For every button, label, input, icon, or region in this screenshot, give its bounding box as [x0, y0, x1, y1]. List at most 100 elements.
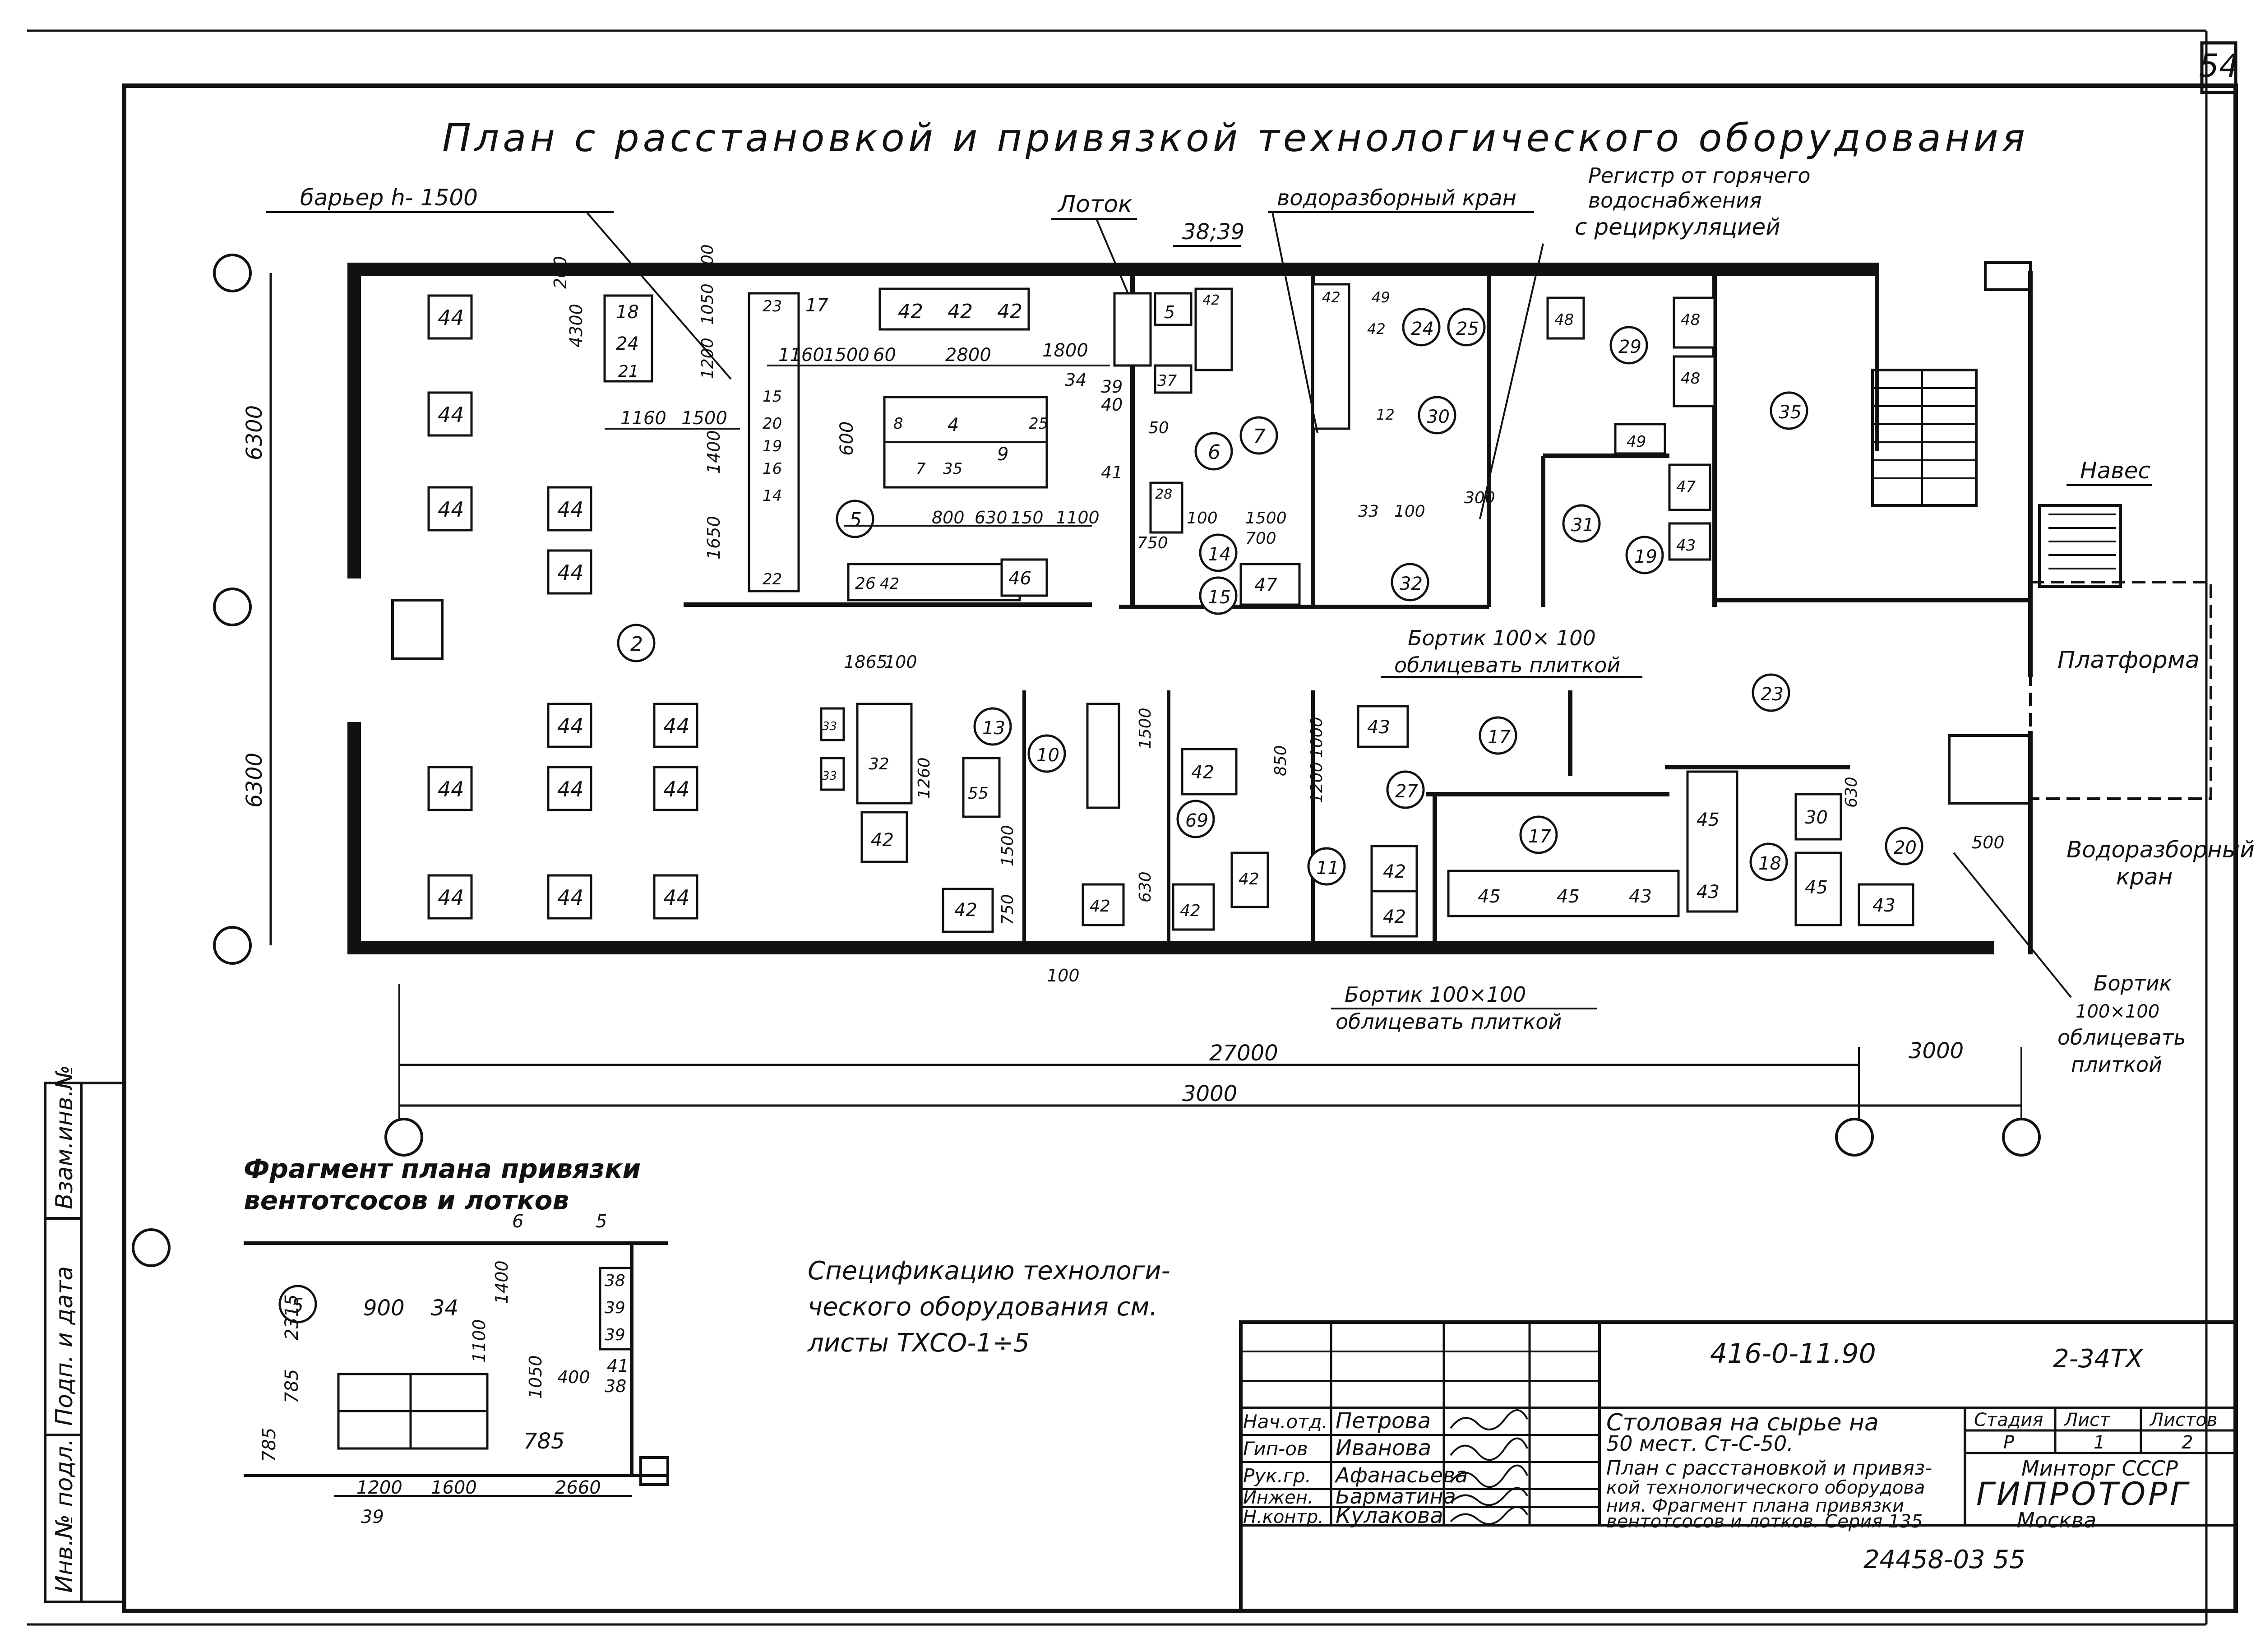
- equipment-label: 43: [1629, 886, 1652, 907]
- equipment-label: 42: [871, 830, 894, 851]
- desc-line3: План с расстановкой и привяз-: [1606, 1457, 1932, 1480]
- curb-bottom-line2: облицевать плиткой: [1336, 1009, 1562, 1034]
- dim-label: 500: [1972, 833, 2005, 852]
- fragment-label-39: 39: [605, 1299, 625, 1317]
- stamp-signature-date: Подп. и дата: [51, 1266, 78, 1426]
- equipment-label: 44: [663, 714, 690, 738]
- water-tap-right-line2: кран: [2116, 864, 2173, 890]
- dim-label: 1650: [704, 516, 724, 560]
- dim-label: 200: [550, 256, 570, 289]
- equipment-label: 33: [822, 769, 837, 783]
- canopy-label: Навес: [2080, 458, 2150, 484]
- fragment-title-line2: вентотсосов и лотков: [244, 1185, 569, 1216]
- desc-line2: 50 мест. Ст-С-50.: [1606, 1431, 1794, 1456]
- equipment-label: 19: [763, 437, 782, 455]
- dim-label: 4300: [566, 304, 586, 347]
- specification-note: Спецификацию технологи- ческого оборудов…: [807, 1256, 1170, 1358]
- equipment-label: 42: [1239, 870, 1259, 888]
- equipment-label: 55: [968, 784, 989, 803]
- role-head-of-dept: Нач.отд.: [1243, 1411, 1328, 1433]
- role-chief-engineer: Гип-ов: [1243, 1438, 1308, 1460]
- equipment-label: 43: [1697, 882, 1720, 902]
- equipment-label: 45: [1557, 886, 1580, 907]
- equipment-label: 42: [898, 300, 923, 323]
- equipment-label: 4: [948, 415, 959, 435]
- stamp-replacement: Взам.инв.№: [51, 1065, 78, 1209]
- dim-label: 2800: [945, 345, 991, 366]
- equipment-label: 42: [1367, 320, 1386, 338]
- stage-label: Стадия: [1974, 1410, 2043, 1430]
- fragment-title-line1: Фрагмент плана привязки: [244, 1153, 641, 1184]
- dim-label: 630: [1136, 871, 1155, 902]
- room-number: 13: [982, 718, 1005, 739]
- role-group-lead: Рук.гр.: [1243, 1465, 1311, 1487]
- curb-right-line4: плиткой: [2071, 1052, 2162, 1077]
- dim-label: 630: [1842, 777, 1861, 808]
- equipment-label: 14: [763, 487, 782, 505]
- equipment-label: 42: [954, 900, 977, 921]
- equipment-label: 44: [438, 497, 464, 522]
- desc-line1: Столовая на сырье на: [1606, 1409, 1879, 1436]
- curb-mid-line1: Бортик 100× 100: [1408, 626, 1596, 650]
- note-line3: листы ТХСО-1÷5: [807, 1328, 1030, 1358]
- hot-water-register-line2: водоснабжения: [1588, 188, 1762, 213]
- equipment-label: 35: [943, 460, 962, 478]
- dim-overall: 3000: [1182, 1081, 1237, 1106]
- room-number: 31: [1571, 515, 1594, 536]
- desc-line4: кой технологического оборудова: [1606, 1477, 1925, 1498]
- equipment-label: 8: [893, 415, 903, 433]
- equipment-label: 15: [763, 388, 782, 406]
- equipment-label: 30: [1805, 807, 1828, 828]
- note-line1: Спецификацию технологи-: [808, 1256, 1170, 1286]
- room-number: 69: [1185, 810, 1208, 831]
- equipment-label: 42: [1202, 292, 1220, 308]
- dim-label: 1050: [698, 283, 717, 325]
- fragment-dim: 785: [259, 1428, 280, 1462]
- fragment-dim: 1200: [356, 1477, 402, 1498]
- dim-label: 60: [873, 345, 896, 366]
- equipment-label: 44: [557, 560, 584, 585]
- equipment-label: 44: [438, 885, 464, 910]
- sheet-value: 1: [2094, 1432, 2105, 1453]
- fragment-dim: 41: [607, 1356, 629, 1376]
- equipment-label: 42: [1383, 907, 1406, 927]
- room-number: 11: [1316, 858, 1339, 879]
- equipment-label: 28: [1155, 486, 1172, 502]
- name-3: Афанасьева: [1334, 1463, 1468, 1487]
- stamp-original-inventory: Инв.№ подл.: [51, 1439, 78, 1593]
- sheets-label: Листов: [2149, 1410, 2217, 1430]
- dim-label: 41: [1101, 463, 1123, 482]
- fragment-dim: 1100: [469, 1319, 489, 1363]
- equipment-label: 42: [997, 300, 1022, 323]
- equipment-label: 45: [1805, 877, 1828, 898]
- equipment-label: 21: [618, 362, 639, 381]
- sheet-code: 2-34ТХ: [2053, 1344, 2144, 1374]
- equipment-label: 17: [805, 295, 828, 316]
- equipment-label: 23: [763, 297, 782, 315]
- room-number: 17: [1488, 727, 1511, 748]
- equipment-label: 37: [1157, 372, 1177, 390]
- sheet-label: Лист: [2063, 1410, 2111, 1430]
- signature: [1450, 1409, 1528, 1430]
- room-number: 19: [1634, 546, 1657, 567]
- equipment-label: 18: [616, 302, 639, 323]
- room-number: 23: [1761, 684, 1784, 705]
- sheet-frame: [27, 29, 2238, 1626]
- dim-side-length: 3000: [1909, 1038, 1964, 1064]
- dim-label: 750: [1137, 534, 1168, 552]
- dim-label: 100: [884, 652, 917, 672]
- hot-water-register-line1: Регистр от горячего: [1588, 163, 1811, 188]
- name-5: Кулакова: [1336, 1503, 1443, 1528]
- org-ministry: Минторг СССР: [2021, 1456, 2178, 1481]
- curb-mid-line2: облицевать плиткой: [1394, 653, 1620, 677]
- equipment-label: 44: [557, 714, 584, 738]
- role-norm-control: Н.контр.: [1243, 1507, 1324, 1527]
- signature: [1450, 1487, 1528, 1506]
- dim-label: 1865: [844, 652, 888, 672]
- dim-label: 1200: [698, 338, 717, 379]
- fragment-dim: 1600: [431, 1477, 477, 1498]
- kitchen-equipment: 18 24 21 23 15 20 19 16 14 22 17 42 42 4…: [603, 283, 1914, 938]
- fragment-label-5: 5: [596, 1211, 607, 1232]
- room-markers: 2 5 6 7 10 11 13 14 15 17 17 18 19 20 23…: [617, 308, 1923, 886]
- curb-right-line3: облицевать: [2057, 1025, 2186, 1050]
